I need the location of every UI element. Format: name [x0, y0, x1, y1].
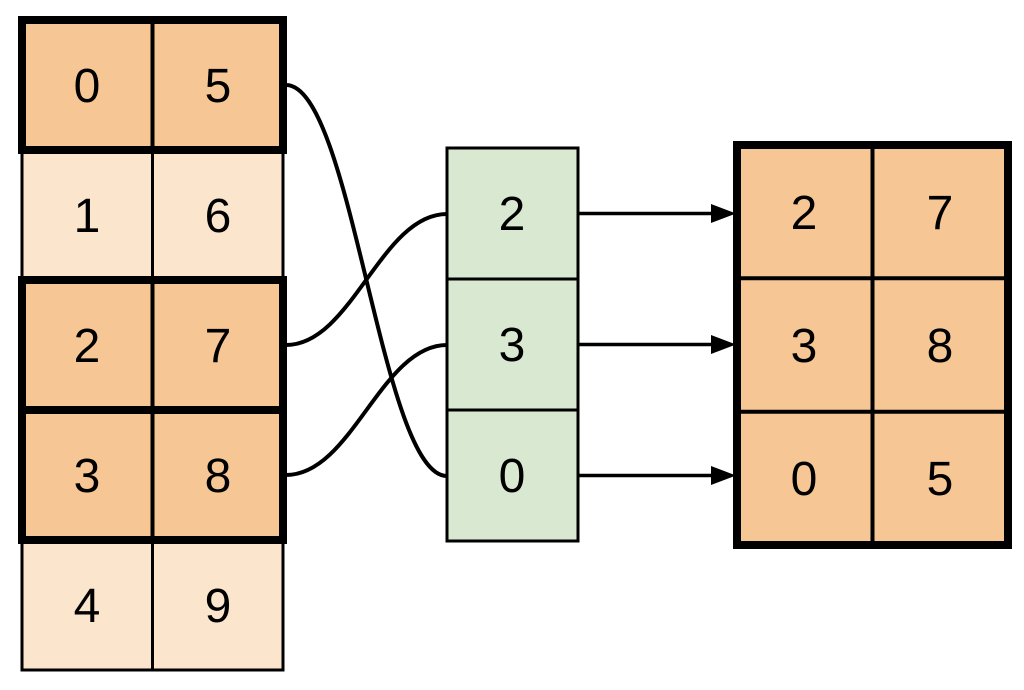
- result-cell: 5: [927, 453, 954, 506]
- index-column: 2 3 0: [445, 146, 580, 543]
- source-cell: 0: [74, 60, 101, 113]
- curve-source-row2-to-index-2: [285, 212, 448, 347]
- result-cell: 8: [927, 320, 954, 373]
- connector-curves: [285, 83, 448, 478]
- index-column-values: 2 3 0: [499, 188, 526, 503]
- result-table: 2 7 3 8 0 5: [733, 141, 1012, 549]
- source-table-highlight-borders: [18, 16, 287, 544]
- index-cell-1-box: [445, 277, 580, 412]
- result-cell: 2: [791, 187, 818, 240]
- curve-source-row3-to-index-3: [285, 343, 448, 477]
- result-cell: 0: [791, 453, 818, 506]
- source-cell: 7: [205, 320, 232, 373]
- index-cell-value: 0: [499, 450, 526, 503]
- result-table-values: 2 7 3 8 0 5: [791, 187, 954, 506]
- source-table: [20, 20, 285, 672]
- source-cell: 8: [205, 450, 232, 503]
- index-cell-2-box: [445, 408, 580, 543]
- source-cell: 9: [205, 580, 232, 633]
- source-cell: 3: [74, 450, 101, 503]
- source-cell: 5: [205, 60, 232, 113]
- source-row-0-highlight-border: [18, 16, 287, 154]
- arrow-index3-head-icon: [711, 335, 736, 354]
- source-cell: 4: [74, 580, 101, 633]
- source-table-values: 0 5 1 6 2 7 3 8 4 9: [74, 60, 232, 633]
- arrow-index0-head-icon: [711, 466, 736, 485]
- index-cell-value: 2: [499, 188, 526, 241]
- index-to-result-arrows: [578, 204, 736, 485]
- result-table-border: [733, 141, 1012, 549]
- source-cell: 1: [74, 190, 101, 243]
- source-cell: 6: [205, 190, 232, 243]
- source-cell: 2: [74, 320, 101, 373]
- arrow-index2-head-icon: [711, 204, 736, 223]
- result-cell: 3: [791, 320, 818, 373]
- result-cell: 7: [927, 187, 954, 240]
- index-cell-value: 3: [499, 319, 526, 372]
- index-cell-0-box: [445, 146, 580, 281]
